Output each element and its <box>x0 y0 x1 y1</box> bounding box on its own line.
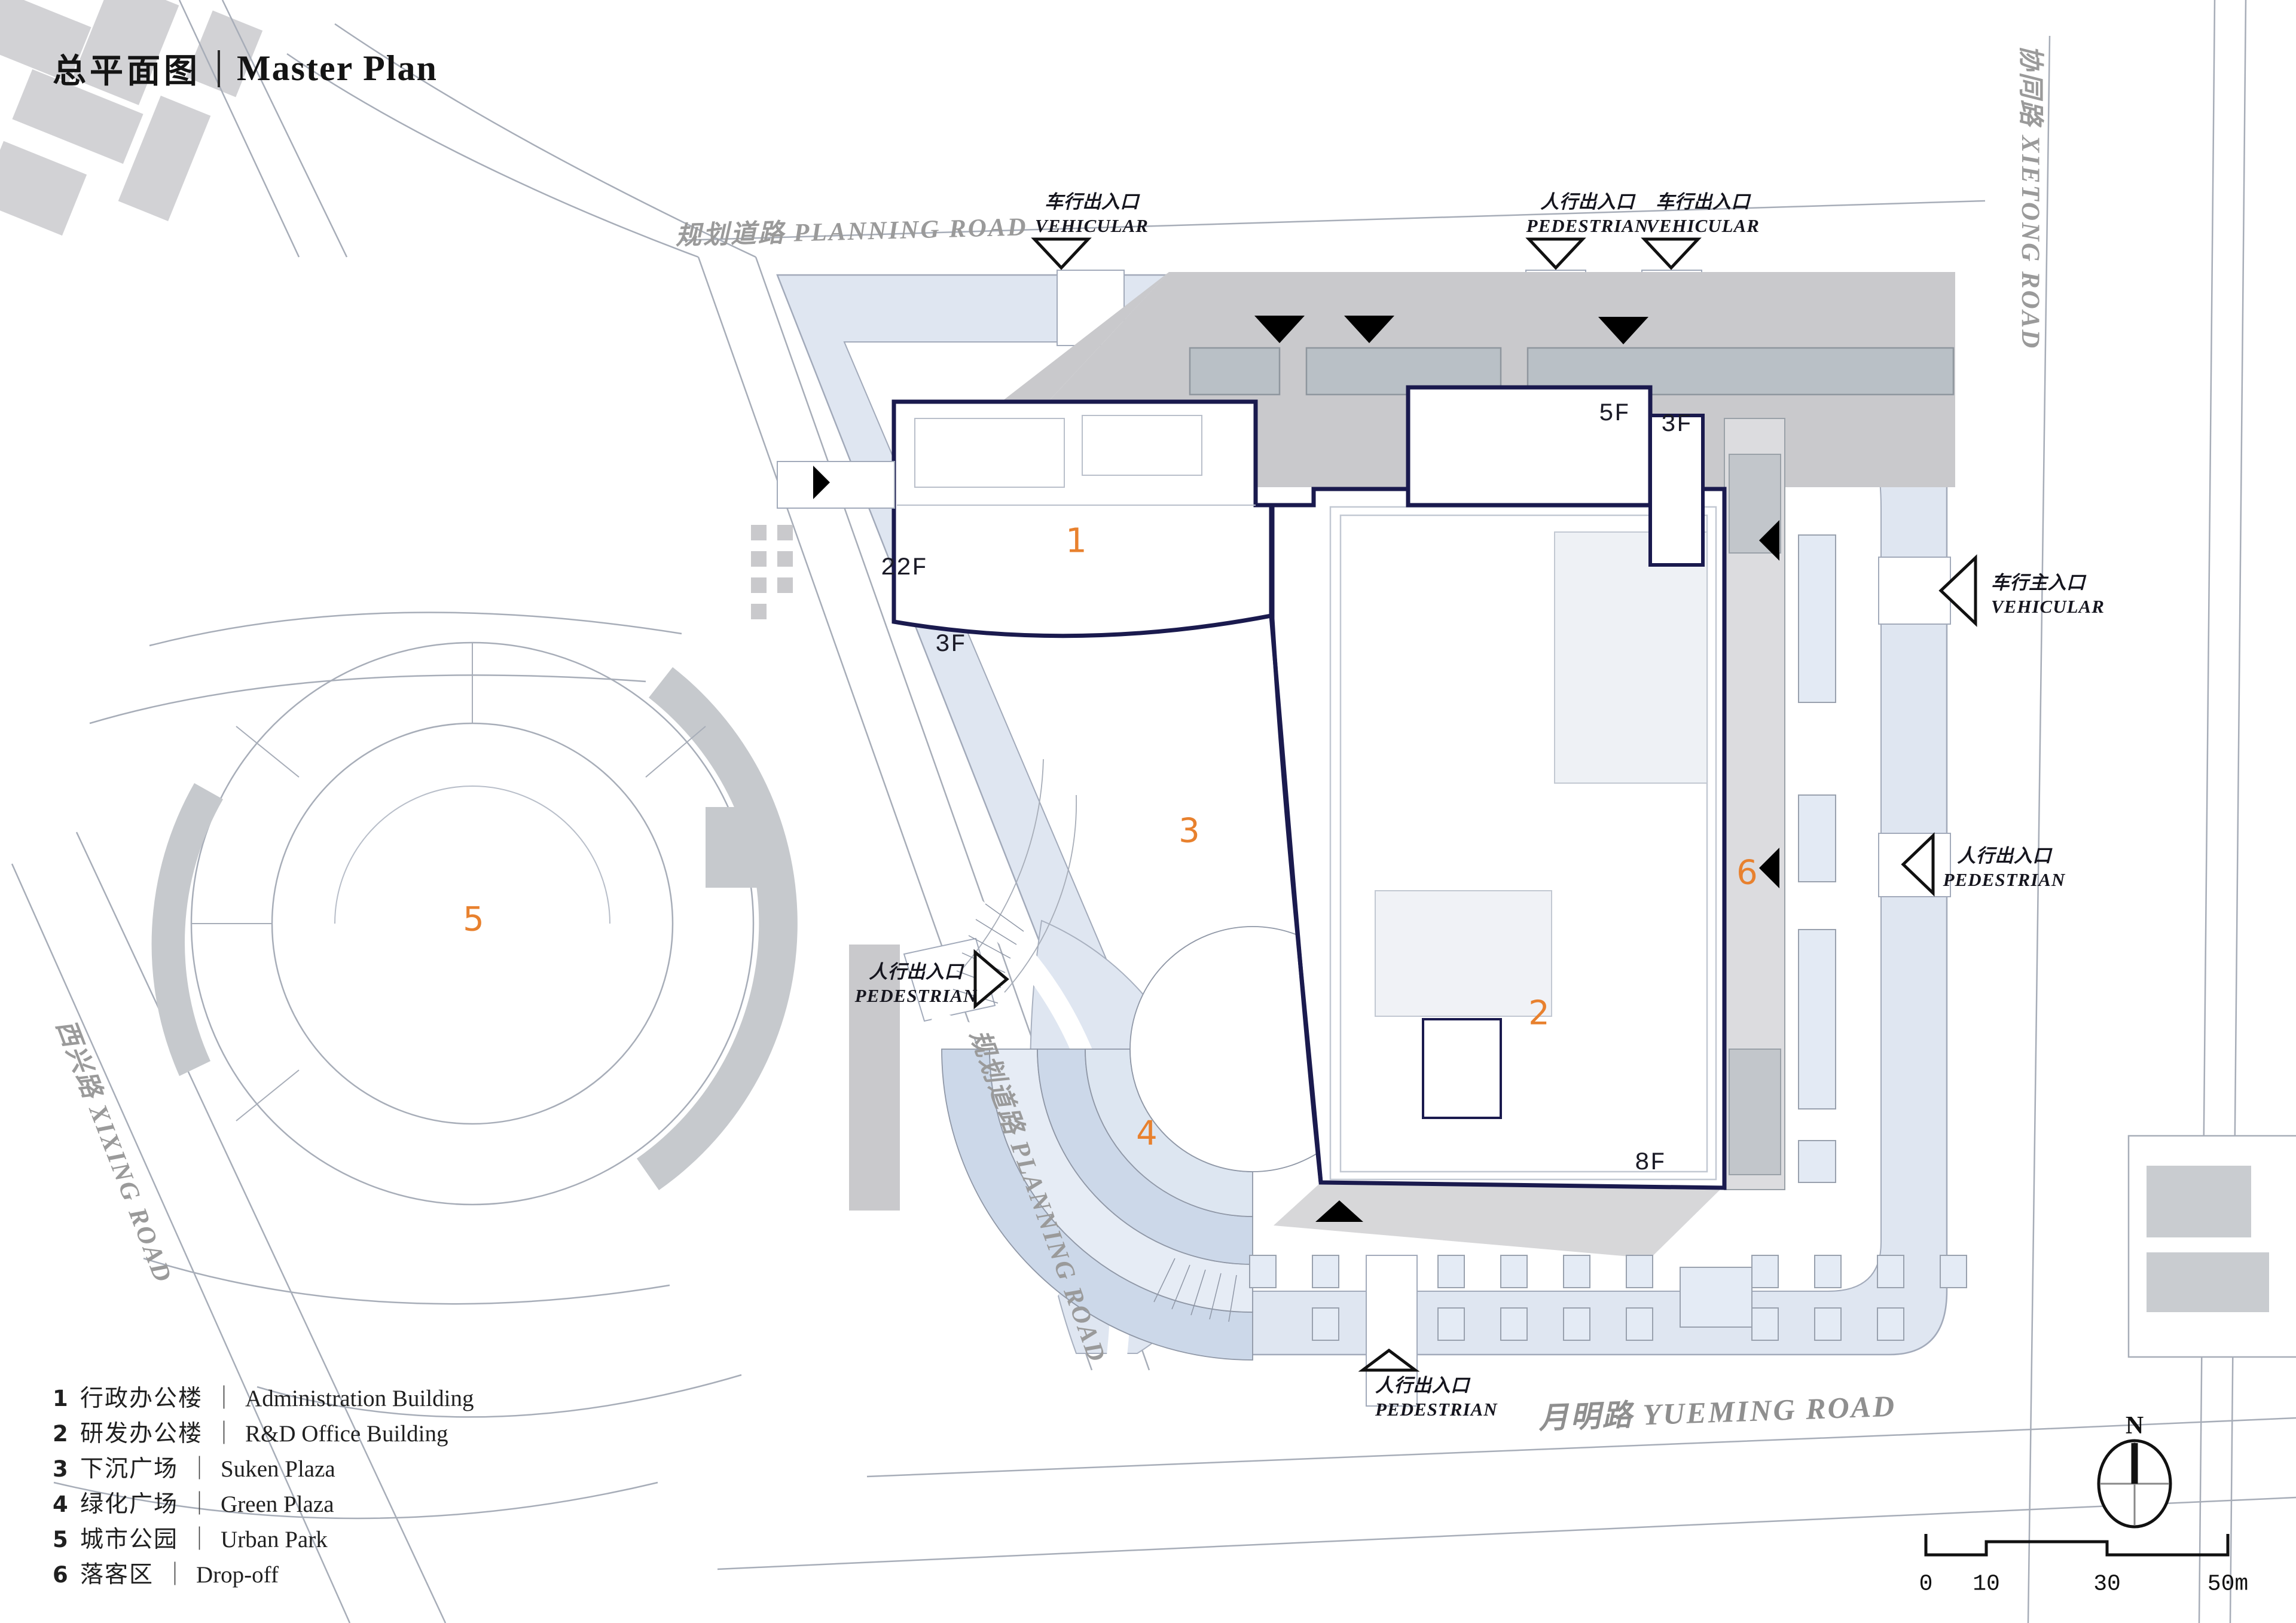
arrow-south-pedestrian-icon <box>1358 1348 1420 1372</box>
entrance-arrows <box>813 237 1977 1372</box>
scale-tick-50: 50m <box>2207 1571 2249 1597</box>
legend-row-divider: ｜ <box>188 1456 212 1482</box>
legend-row-number: 5 <box>53 1527 68 1552</box>
legend-row-en: R&D Office Building <box>245 1421 448 1447</box>
legend-row-divider: ｜ <box>212 1421 236 1447</box>
legend-row-zh: 城市公园 <box>80 1527 179 1552</box>
legend-row-zh: 绿化广场 <box>80 1491 179 1517</box>
legend-row: 6 落客区 ｜ Drop-off <box>53 1556 474 1591</box>
arrow-right-vehicular-main-icon <box>1938 554 1977 627</box>
legend-row-number: 4 <box>53 1491 68 1517</box>
entrance-label-top-vehicular-2: 车行出入口 VEHICULAR <box>1646 191 1760 236</box>
arrow-right-pedestrian-icon <box>1901 832 1935 897</box>
plan-marker-5: 5 <box>463 900 484 939</box>
plan-marker-4: 4 <box>1136 1114 1158 1153</box>
legend-row-en: Drop-off <box>196 1562 279 1588</box>
legend-row: 5 城市公园 ｜ Urban Park <box>53 1521 474 1556</box>
west-approach <box>751 461 900 1211</box>
legend: 1 行政办公楼 ｜ Administration Building 2 研发办公… <box>53 1380 474 1591</box>
floor-label-8f: 8F <box>1634 1148 1666 1177</box>
legend-row: 2 研发办公楼 ｜ R&D Office Building <box>53 1415 474 1450</box>
legend-row: 4 绿化广场 ｜ Green Plaza <box>53 1486 474 1521</box>
scale-tick-30: 30 <box>2093 1571 2121 1597</box>
legend-row-zh: 行政办公楼 <box>80 1386 203 1411</box>
title-divider <box>218 50 220 87</box>
plan-marker-1: 1 <box>1065 521 1087 561</box>
marker-solid-right-1 <box>813 466 830 499</box>
legend-row-zh: 下沉广场 <box>80 1456 179 1482</box>
context-parcel-bottomright <box>2127 1135 2296 1358</box>
context-roads <box>11 0 2296 1623</box>
arrow-top-vehicular2-icon <box>1641 237 1702 270</box>
legend-row-number: 3 <box>53 1456 68 1482</box>
legend-row-divider: ｜ <box>163 1562 187 1588</box>
scale-tick-10: 10 <box>1973 1571 2000 1597</box>
entrance-label-top-vehicular: 车行出入口 VEHICULAR <box>1035 191 1149 236</box>
marker-solid-down-2 <box>1344 316 1394 343</box>
marker-solid-up-1 <box>1315 1200 1363 1222</box>
urban-park-circle <box>151 641 798 1206</box>
entrance-label-right-pedestrian: 人行出入口 PEDESTRIAN <box>1943 845 2066 890</box>
legend-row-en: Administration Building <box>245 1386 474 1411</box>
tree-grid-west <box>751 525 793 619</box>
bus-bay-block <box>849 945 900 1211</box>
legend-row-en: Suken Plaza <box>221 1456 335 1482</box>
tower-3f-footprint <box>1648 414 1705 567</box>
building-1-footprint <box>891 399 1323 1183</box>
entrance-label-top-pedestrian: 人行出入口 PEDESTRIAN <box>1526 191 1649 236</box>
legend-row-en: Green Plaza <box>221 1491 334 1517</box>
floor-label-3f-east: 3F <box>1660 410 1693 439</box>
median-islands <box>1798 534 1836 1183</box>
legend-row-number: 1 <box>53 1386 68 1411</box>
page-title-en: Master Plan <box>237 48 438 88</box>
scale-bar <box>1924 1534 2230 1557</box>
entrance-label-west-pedestrian: 人行出入口 PEDESTRIAN <box>854 961 978 1006</box>
marker-solid-left-1 <box>1759 520 1779 561</box>
context-buildings-topleft <box>0 0 263 236</box>
tower-5f-footprint <box>1406 385 1705 567</box>
site-arc-outline <box>1269 615 1323 1183</box>
arrow-top-vehicular-icon <box>1031 237 1092 270</box>
compass-icon <box>2097 1439 2172 1529</box>
south-tree-squares <box>1249 1255 1967 1341</box>
marker-solid-down-3 <box>1598 317 1648 344</box>
park-gray-arc <box>637 667 798 1190</box>
plan-marker-2: 2 <box>1528 994 1550 1033</box>
entrance-label-right-vehicular-main: 车行主入口 VEHICULAR <box>1991 572 2105 617</box>
floor-label-3f-west: 3F <box>935 630 967 659</box>
plan-marker-3: 3 <box>1178 811 1200 851</box>
compass-north-label: N <box>2125 1412 2144 1439</box>
legend-row-en: Urban Park <box>221 1527 328 1552</box>
legend-row-number: 6 <box>53 1562 68 1588</box>
floor-label-22f: 22F <box>880 554 928 582</box>
legend-row-zh: 落客区 <box>80 1562 154 1588</box>
road-label-xietong: 协同路 XIETONG ROAD <box>2016 44 2044 350</box>
legend-row-divider: ｜ <box>188 1491 212 1517</box>
legend-row-zh: 研发办公楼 <box>80 1421 203 1447</box>
marker-solid-down-1 <box>1254 316 1305 343</box>
marker-solid-left-2 <box>1759 848 1779 888</box>
legend-row-divider: ｜ <box>212 1386 236 1411</box>
page-title: 总平面图 Master Plan <box>53 44 438 93</box>
legend-row-divider: ｜ <box>188 1527 212 1552</box>
page-title-zh: 总平面图 <box>53 52 201 91</box>
plan-marker-6: 6 <box>1736 853 1758 893</box>
legend-row: 1 行政办公楼 ｜ Administration Building <box>53 1380 474 1415</box>
drop-off-strip <box>1724 418 1836 1190</box>
scale-tick-0: 0 <box>1919 1571 1933 1597</box>
building-2-footprint <box>1270 487 1727 1190</box>
floor-label-5f: 5F <box>1598 399 1631 428</box>
legend-row-number: 2 <box>53 1421 68 1447</box>
arrow-top-pedestrian-icon <box>1525 237 1586 270</box>
park-service-block <box>706 807 768 888</box>
legend-row: 3 下沉广场 ｜ Suken Plaza <box>53 1450 474 1486</box>
arrow-west-pedestrian-icon <box>973 949 1009 1010</box>
entrance-label-south-pedestrian: 人行出入口 PEDESTRIAN <box>1375 1375 1498 1420</box>
